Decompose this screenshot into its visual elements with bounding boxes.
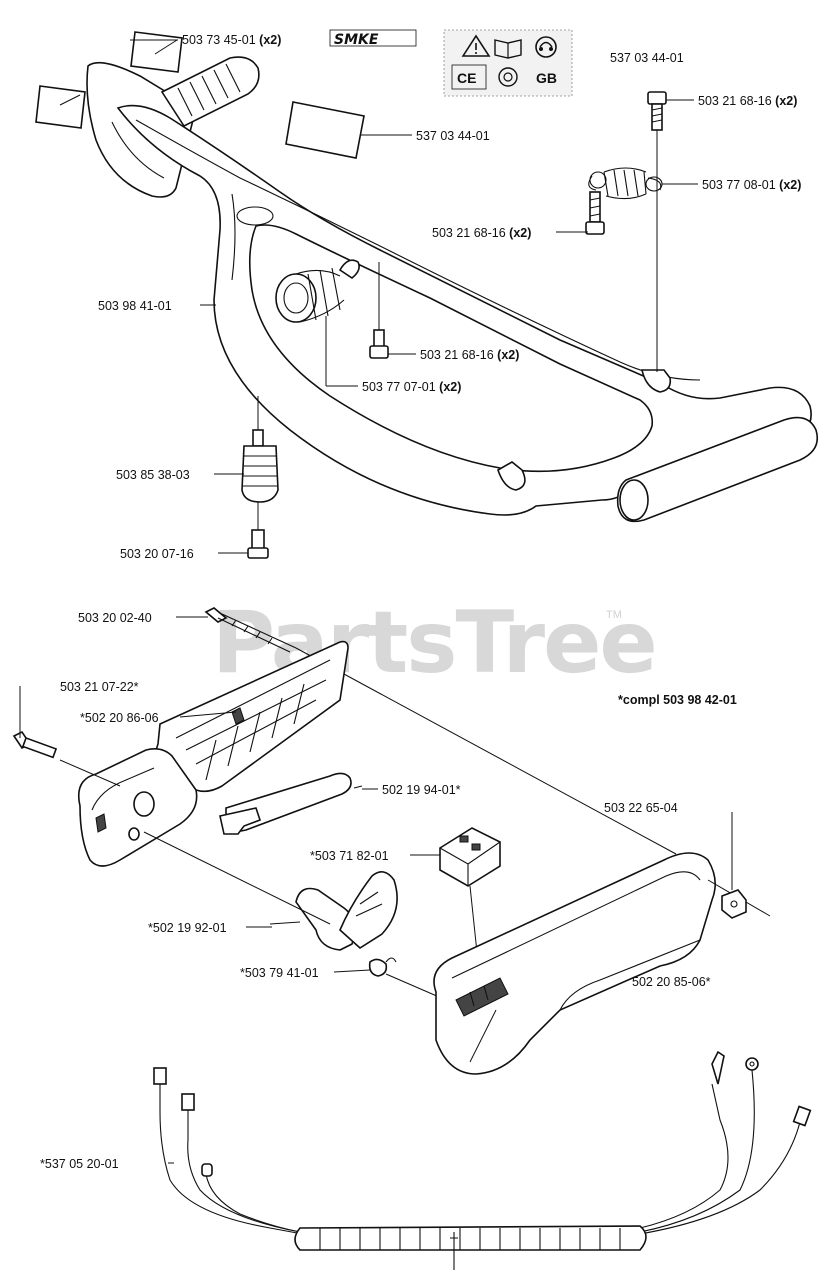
spring-small [588,167,663,200]
ce-mark-icon: CE [451,64,487,90]
label-p4: 503 21 68-16 (x2) [698,94,797,108]
label-p7: 503 98 41-01 [98,299,172,313]
label-p9: 503 77 07-01 (x2) [362,380,461,394]
label-plate [285,101,412,159]
label-p15: *compl 503 98 42-01 [618,693,737,707]
label-p18: *503 71 82-01 [310,849,389,863]
decal-blank-1 [35,31,183,129]
manual-book-icon [494,39,522,59]
label-p6: 503 21 68-16 (x2) [432,226,531,240]
leader-lines [19,39,698,1164]
spring-large [275,259,360,323]
handle-housing [433,852,771,1075]
watermark-tm: TM [606,609,622,621]
label-p13: 503 21 07-22* [60,680,139,694]
rubber-damper [241,396,279,559]
throttle-handle-assembly [12,607,677,1001]
label-p14: *502 20 86-06 [80,711,159,725]
bolt-center [369,262,389,359]
label-p21: 502 20 85-06* [632,975,711,989]
label-p3: 537 03 44-01 [416,129,490,143]
cable-coil-ribs [319,1228,621,1250]
svg-text:CE: CE [457,70,476,86]
cable-harness [153,1050,812,1270]
nut [721,812,747,919]
bolt-top [647,91,667,372]
label-p1: 503 73 45-01 (x2) [182,33,281,47]
gb-mark-icon: GB [536,70,557,86]
ear-protection-icon [535,36,557,58]
handlebar-frame [86,56,819,523]
warning-decal: CE GB [443,29,573,97]
label-p10: 503 85 38-03 [116,468,190,482]
label-p2: 537 03 44-01 [610,51,684,65]
label-p22: *537 05 20-01 [40,1157,119,1171]
label-p12: 503 20 02-40 [78,611,152,625]
grip-ribs [177,63,241,117]
label-p16: 502 19 94-01* [382,783,461,797]
bolt-mid-right [585,191,605,235]
warning-triangle-icon [461,34,491,57]
part-labels: 503 73 45-01 (x2) 537 03 44-01 537 03 44… [40,33,801,1171]
label-p20: *503 79 41-01 [240,966,319,980]
label-p8: 503 21 68-16 (x2) [420,348,519,362]
brand-decal: SMKE [329,29,417,48]
brand-decal-text: SMKE [334,32,379,48]
label-p17: 503 22 65-04 [604,801,678,815]
svg-text:GB: GB [536,70,557,86]
circle-mark-icon [498,67,518,87]
label-p19: *502 19 92-01 [148,921,227,935]
label-p11: 503 20 07-16 [120,547,194,561]
label-p5: 503 77 08-01 (x2) [702,178,801,192]
